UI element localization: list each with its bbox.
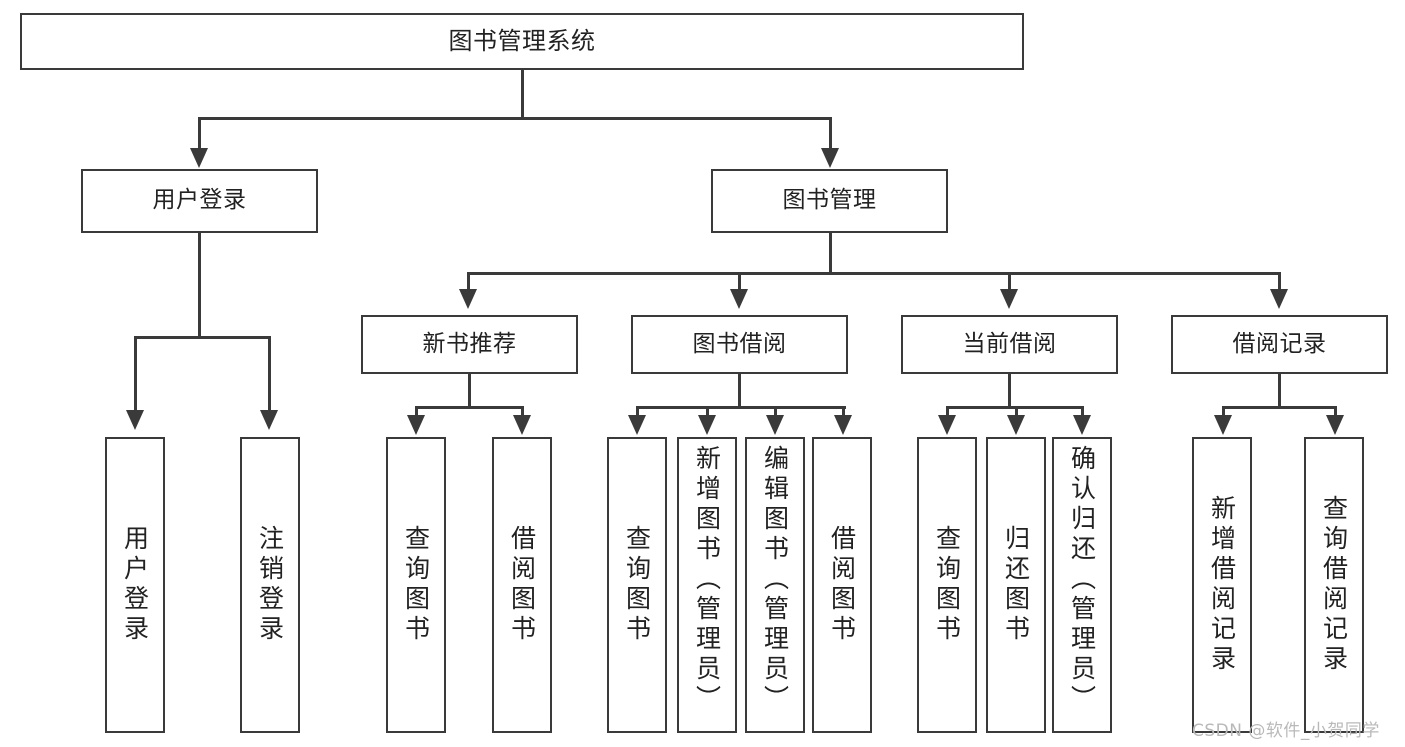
leaf-book-borrow-borrow-book[interactable]: 借阅图书 bbox=[812, 437, 872, 733]
edge-borrow-record-bus bbox=[1222, 406, 1337, 409]
leaf-user-login-logout[interactable]: 注销登录 bbox=[240, 437, 300, 733]
node-label: 新书推荐 bbox=[422, 330, 517, 357]
edge-current-borrow-stem bbox=[1008, 374, 1011, 406]
node-book-management[interactable]: 图书管理 bbox=[711, 169, 948, 233]
edge-user-login-stem bbox=[198, 233, 201, 336]
leaf-new-book-recommend-query-book[interactable]: 查询图书 bbox=[386, 437, 446, 733]
node-label: 新增借阅记录 bbox=[1207, 495, 1237, 675]
arrowhead-bm-to-current-borrow bbox=[1000, 289, 1018, 309]
edge-bb-drop-2 bbox=[706, 406, 709, 418]
arrowhead-bm-to-borrow-record bbox=[1270, 289, 1288, 309]
leaf-borrow-record-query-record[interactable]: 查询借阅记录 bbox=[1304, 437, 1364, 733]
edge-user-login-bus bbox=[134, 336, 271, 339]
leaf-borrow-record-add-record[interactable]: 新增借阅记录 bbox=[1192, 437, 1252, 733]
node-label: 确认归还（管理员） bbox=[1067, 445, 1097, 715]
arrowhead-user-login-leaf-2 bbox=[260, 410, 278, 430]
edge-root-stem bbox=[521, 70, 524, 117]
edge-bm-drop-1 bbox=[467, 272, 470, 290]
node-label: 归还图书 bbox=[1001, 525, 1031, 645]
arrowhead-cb-leaf-1 bbox=[938, 415, 956, 435]
arrowhead-user-login-leaf-1 bbox=[126, 410, 144, 430]
edge-root-to-user-login bbox=[198, 117, 201, 149]
arrowhead-bm-to-book-borrow bbox=[730, 289, 748, 309]
node-label: 借阅图书 bbox=[507, 525, 537, 645]
edge-bb-drop-3 bbox=[774, 406, 777, 418]
arrowhead-nbr-leaf-1 bbox=[407, 415, 425, 435]
node-root-book-management-system[interactable]: 图书管理系统 bbox=[20, 13, 1024, 70]
node-label: 查询图书 bbox=[932, 525, 962, 645]
edge-book-management-stem bbox=[829, 233, 832, 272]
leaf-user-login-login[interactable]: 用户登录 bbox=[105, 437, 165, 733]
arrowhead-bb-leaf-1 bbox=[628, 415, 646, 435]
leaf-book-borrow-query-book[interactable]: 查询图书 bbox=[607, 437, 667, 733]
edge-user-login-drop-1 bbox=[134, 336, 137, 411]
edge-new-book-recommend-bus bbox=[415, 406, 524, 409]
arrowhead-br-leaf-2 bbox=[1326, 415, 1344, 435]
node-label: 新增图书（管理员） bbox=[692, 445, 722, 715]
node-label: 图书借阅 bbox=[692, 330, 787, 357]
edge-bb-drop-4 bbox=[842, 406, 845, 418]
edge-root-to-book-management bbox=[829, 117, 832, 149]
edge-bm-drop-4 bbox=[1278, 272, 1281, 290]
edge-new-book-recommend-stem bbox=[468, 374, 471, 406]
arrowhead-bb-leaf-3 bbox=[766, 415, 784, 435]
node-label: 查询图书 bbox=[622, 525, 652, 645]
arrowhead-nbr-leaf-2 bbox=[513, 415, 531, 435]
edge-nbr-drop-2 bbox=[521, 406, 524, 418]
edge-root-bus bbox=[198, 117, 832, 120]
arrowhead-bb-leaf-4 bbox=[834, 415, 852, 435]
arrowhead-root-to-user-login bbox=[190, 148, 208, 168]
node-new-book-recommend[interactable]: 新书推荐 bbox=[361, 315, 578, 374]
arrowhead-br-leaf-1 bbox=[1214, 415, 1232, 435]
leaf-current-borrow-return-book[interactable]: 归还图书 bbox=[986, 437, 1046, 733]
node-borrow-record[interactable]: 借阅记录 bbox=[1171, 315, 1388, 374]
edge-book-borrow-bus bbox=[636, 406, 846, 409]
node-label: 图书管理 bbox=[782, 187, 877, 214]
arrowhead-root-to-book-management bbox=[821, 148, 839, 168]
edge-br-drop-1 bbox=[1222, 406, 1225, 418]
edge-cb-drop-2 bbox=[1015, 406, 1018, 418]
leaf-new-book-recommend-borrow-book[interactable]: 借阅图书 bbox=[492, 437, 552, 733]
edge-bm-drop-2 bbox=[738, 272, 741, 290]
arrowhead-cb-leaf-3 bbox=[1073, 415, 1091, 435]
node-label: 用户登录 bbox=[120, 525, 150, 645]
node-label: 编辑图书（管理员） bbox=[760, 445, 790, 715]
leaf-book-borrow-edit-book[interactable]: 编辑图书（管理员） bbox=[745, 437, 805, 733]
leaf-current-borrow-confirm-return[interactable]: 确认归还（管理员） bbox=[1052, 437, 1112, 733]
arrowhead-cb-leaf-2 bbox=[1007, 415, 1025, 435]
node-label: 查询图书 bbox=[401, 525, 431, 645]
leaf-current-borrow-query-book[interactable]: 查询图书 bbox=[917, 437, 977, 733]
edge-cb-drop-1 bbox=[946, 406, 949, 418]
node-current-borrow[interactable]: 当前借阅 bbox=[901, 315, 1118, 374]
arrowhead-bm-to-new-book-recommend bbox=[459, 289, 477, 309]
csdn-watermark: CSDN @软件_小贺同学 bbox=[1192, 721, 1380, 741]
leaf-book-borrow-add-book[interactable]: 新增图书（管理员） bbox=[677, 437, 737, 733]
node-label: 注销登录 bbox=[255, 525, 285, 645]
node-label: 借阅图书 bbox=[827, 525, 857, 645]
edge-book-borrow-stem bbox=[738, 374, 741, 406]
edge-bm-drop-3 bbox=[1008, 272, 1011, 290]
edge-cb-drop-3 bbox=[1081, 406, 1084, 418]
edge-bb-drop-1 bbox=[636, 406, 639, 418]
node-label: 用户登录 bbox=[152, 187, 247, 214]
arrowhead-bb-leaf-2 bbox=[698, 415, 716, 435]
edge-current-borrow-bus bbox=[946, 406, 1083, 409]
node-user-login[interactable]: 用户登录 bbox=[81, 169, 318, 233]
edge-nbr-drop-1 bbox=[415, 406, 418, 418]
node-label: 当前借阅 bbox=[962, 330, 1057, 357]
node-label: 借阅记录 bbox=[1232, 330, 1327, 357]
edge-book-management-bus bbox=[467, 272, 1279, 275]
node-book-borrow[interactable]: 图书借阅 bbox=[631, 315, 848, 374]
edge-br-drop-2 bbox=[1334, 406, 1337, 418]
edge-borrow-record-stem bbox=[1278, 374, 1281, 406]
edge-user-login-drop-2 bbox=[268, 336, 271, 411]
node-label: 查询借阅记录 bbox=[1319, 495, 1349, 675]
node-label: 图书管理系统 bbox=[448, 27, 596, 56]
